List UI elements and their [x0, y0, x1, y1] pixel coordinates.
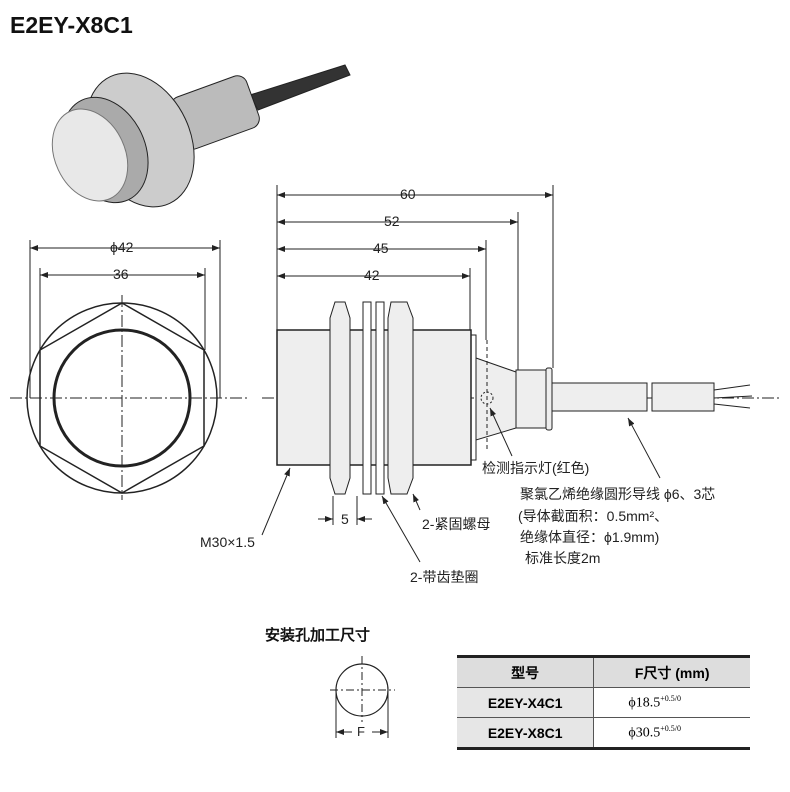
dim-phi42: ϕ42	[110, 239, 134, 255]
dim-42: 42	[364, 267, 380, 283]
washer-label: 2-带齿垫圈	[410, 569, 479, 585]
table-row: E2EY-X8C1 ϕ30.5+0.5/0	[457, 717, 750, 750]
dim-5: 5	[341, 511, 349, 527]
cable-spec-4: 标准长度2m	[525, 550, 601, 566]
mounting-hole-drawing	[330, 656, 395, 738]
header-model: 型号	[457, 655, 595, 688]
cable-spec-2: (导体截面积：0.5mm²、	[518, 508, 669, 524]
header-f: F尺寸 (mm)	[593, 655, 750, 688]
thread-label: M30×1.5	[200, 534, 255, 550]
dim-52: 52	[384, 213, 400, 229]
table-row: E2EY-X4C1 ϕ18.5+0.5/0	[457, 687, 750, 718]
cable-spec-3: 绝缘体直径：ϕ1.9mm)	[520, 529, 660, 545]
model-title: E2EY-X8C1	[10, 12, 133, 38]
cell-model: E2EY-X8C1	[457, 717, 595, 750]
f-label: F	[357, 724, 365, 739]
dim-36: 36	[113, 266, 129, 282]
side-view	[261, 185, 780, 563]
dim-45: 45	[373, 240, 389, 256]
cell-f: ϕ30.5+0.5/0	[593, 717, 750, 750]
indicator-label: 检测指示灯(红色)	[482, 460, 590, 476]
mounting-table: 型号 F尺寸 (mm) E2EY-X4C1 ϕ18.5+0.5/0 E2EY-X…	[457, 655, 750, 750]
cell-f: ϕ18.5+0.5/0	[593, 687, 750, 718]
nut-label: 2-紧固螺母	[422, 516, 491, 532]
front-view	[10, 240, 250, 500]
cable-spec-1: 聚氯乙烯绝缘圆形导线 ϕ6、3芯	[520, 486, 716, 502]
dim-60: 60	[400, 186, 416, 202]
cell-model: E2EY-X4C1	[457, 687, 595, 718]
product-photo	[51, 64, 351, 208]
mounting-title: 安装孔加工尺寸	[265, 627, 371, 644]
